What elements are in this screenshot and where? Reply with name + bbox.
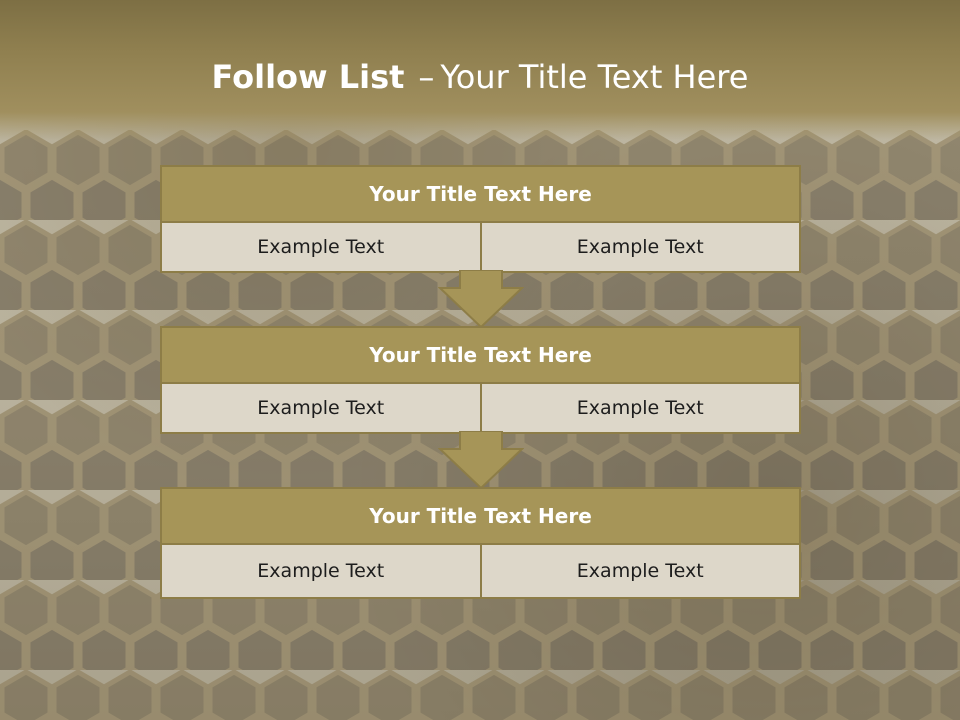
step-row: Example Text Example Text: [160, 384, 801, 434]
step-block-3: Your Title Text Here Example Text Exampl…: [160, 487, 801, 599]
step-cell-right: Example Text: [479, 223, 799, 271]
step-cell-left: Example Text: [162, 223, 480, 271]
step-block-2: Your Title Text Here Example Text Exampl…: [160, 326, 801, 434]
step-cell-left: Example Text: [162, 545, 480, 597]
step-title: Your Title Text Here: [160, 326, 801, 384]
header-band: [0, 0, 960, 140]
down-arrow-icon: [438, 270, 524, 328]
step-row: Example Text Example Text: [160, 545, 801, 599]
down-arrow-icon: [438, 431, 524, 489]
step-cell-right: Example Text: [479, 545, 799, 597]
step-title: Your Title Text Here: [160, 487, 801, 545]
step-row: Example Text Example Text: [160, 223, 801, 273]
step-title: Your Title Text Here: [160, 165, 801, 223]
step-cell-left: Example Text: [162, 384, 480, 432]
slide-title-separator: –: [418, 58, 435, 96]
step-block-1: Your Title Text Here Example Text Exampl…: [160, 165, 801, 273]
slide-title: Follow List–Your Title Text Here: [0, 55, 960, 99]
slide-title-rest: Your Title Text Here: [440, 58, 749, 96]
step-cell-right: Example Text: [479, 384, 799, 432]
slide-title-bold: Follow List: [211, 58, 405, 96]
